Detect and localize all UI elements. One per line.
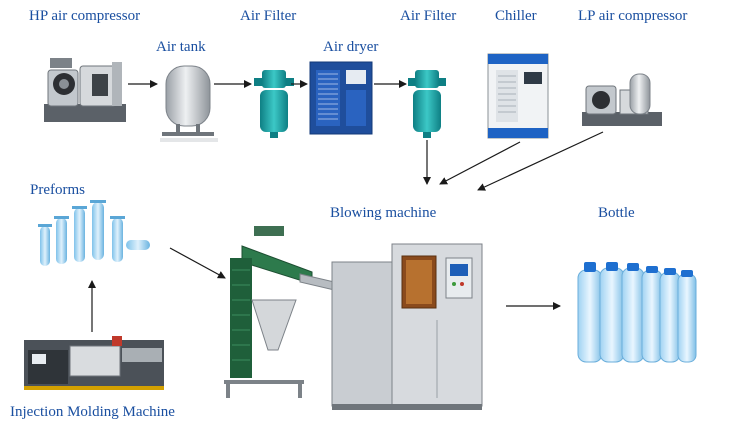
label-chiller: Chiller xyxy=(495,8,537,24)
label-air-tank: Air tank xyxy=(156,39,206,55)
label-injection-molding-machine: Injection Molding Machine xyxy=(10,404,175,420)
label-lp-air-compressor: LP air compressor xyxy=(578,8,688,24)
label-bottle: Bottle xyxy=(598,205,635,221)
air-dryer-illustration xyxy=(309,61,373,135)
arrow-lp-to-blowing xyxy=(477,131,604,191)
bottles-illustration xyxy=(577,262,697,363)
label-hp-air-compressor: HP air compressor xyxy=(29,8,141,24)
blowing-machine-illustration xyxy=(224,226,483,410)
air-tank-illustration xyxy=(160,65,218,142)
air-filter-2-illustration xyxy=(408,70,446,138)
label-air-filter-1: Air Filter xyxy=(240,8,297,24)
flow-arrows xyxy=(88,80,604,332)
label-preforms: Preforms xyxy=(30,182,85,198)
preforms-illustration xyxy=(38,200,150,266)
air-filter-1-illustration xyxy=(254,70,294,138)
chiller-illustration xyxy=(487,53,549,139)
label-air-dryer: Air dryer xyxy=(323,39,379,55)
arrow-chiller-to-blowing xyxy=(439,141,521,185)
hp-air-compressor-illustration xyxy=(44,58,126,122)
lp-air-compressor-illustration xyxy=(582,73,662,126)
arrow-preforms-to-blowing xyxy=(169,247,226,279)
label-air-filter-2: Air Filter xyxy=(400,8,457,24)
label-blowing-machine: Blowing machine xyxy=(330,205,437,221)
injection-molding-machine-illustration xyxy=(24,336,164,390)
